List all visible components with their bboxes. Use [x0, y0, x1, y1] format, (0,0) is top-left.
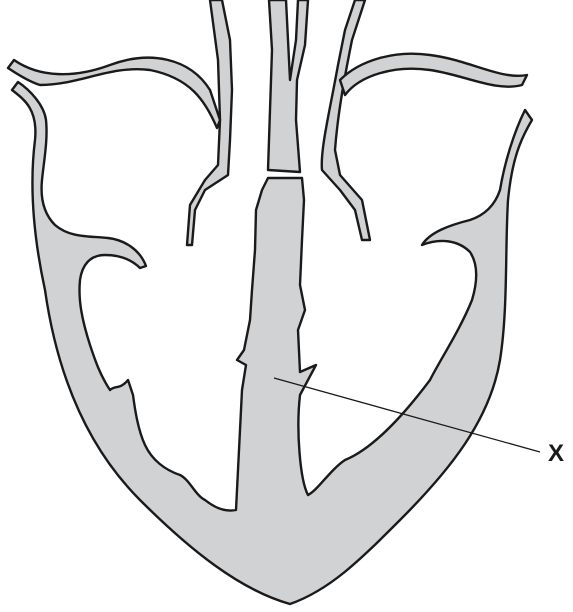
label-x: X	[548, 440, 564, 467]
right-superior-vessel	[322, 0, 370, 240]
right-upper-branch	[340, 54, 527, 95]
central-trunk-vessel	[268, 0, 308, 172]
left-superior-vessel	[187, 0, 232, 245]
